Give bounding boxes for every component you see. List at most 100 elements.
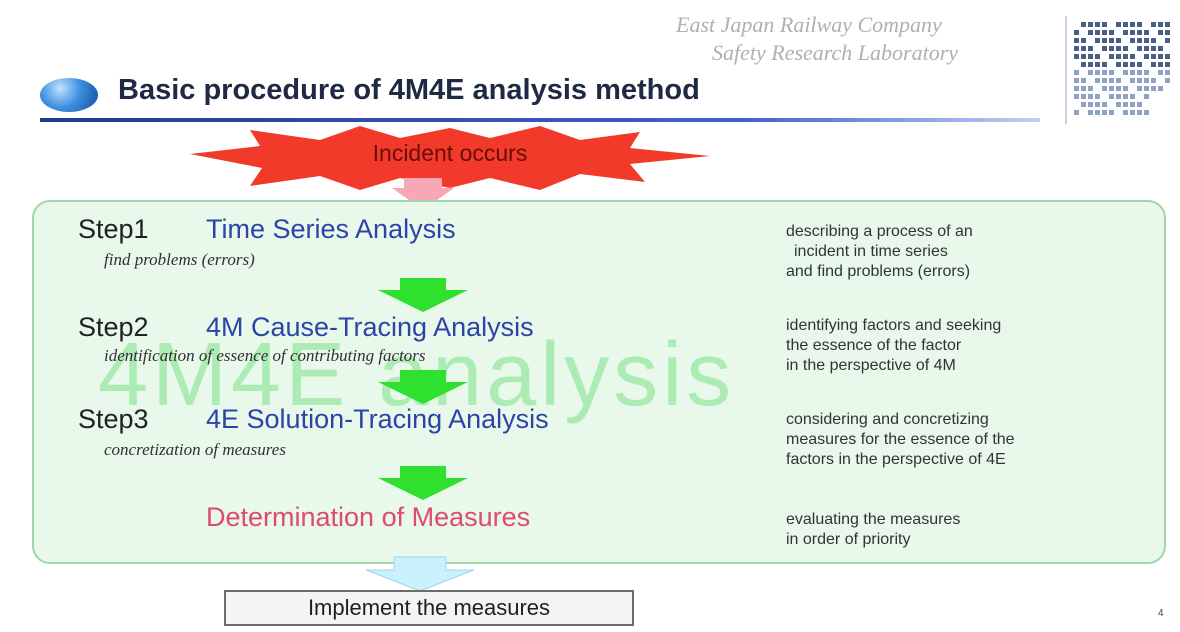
- logo-dot: [1109, 70, 1114, 75]
- logo-dot: [1074, 94, 1079, 99]
- logo-dot: [1074, 70, 1079, 75]
- logo-dot: [1116, 94, 1121, 99]
- logo-dot: [1165, 38, 1170, 43]
- step2-title: 4M Cause-Tracing Analysis: [206, 312, 534, 342]
- procedure-panel: [32, 200, 1166, 564]
- logo-dot: [1095, 30, 1100, 35]
- logo-dot: [1088, 102, 1093, 107]
- logo-dot: [1088, 94, 1093, 99]
- page-title: Basic procedure of 4M4E analysis method: [118, 74, 700, 106]
- logo-dot: [1081, 46, 1086, 51]
- title-underline: [40, 118, 1040, 122]
- logo-dot: [1102, 46, 1107, 51]
- logo-dot: [1151, 46, 1156, 51]
- logo-dot: [1151, 22, 1156, 27]
- logo-dot: [1158, 22, 1163, 27]
- logo-dot: [1158, 62, 1163, 67]
- logo-dot: [1102, 102, 1107, 107]
- laboratory-name: Safety Research Laboratory: [712, 40, 959, 65]
- starburst-icon: [190, 126, 710, 190]
- down-arrow-icon: [378, 370, 468, 404]
- logo-dot: [1074, 46, 1079, 51]
- globe-icon: [40, 78, 98, 112]
- logo-dot: [1123, 94, 1128, 99]
- logo-dot: [1130, 78, 1135, 83]
- logo-dot: [1081, 54, 1086, 59]
- logo-dot: [1123, 102, 1128, 107]
- logo-dot: [1137, 102, 1142, 107]
- logo-dot: [1137, 30, 1142, 35]
- logo-dot: [1074, 86, 1079, 91]
- logo-dot: [1158, 46, 1163, 51]
- logo-dot: [1116, 62, 1121, 67]
- logo-dot: [1144, 30, 1149, 35]
- logo-dot: [1144, 46, 1149, 51]
- logo-dot: [1081, 62, 1086, 67]
- step1-description: describing a process of an incident in t…: [786, 223, 973, 280]
- logo-dot: [1074, 54, 1079, 59]
- implement-measures-box: Implement the measures: [224, 590, 634, 626]
- logo-dot: [1123, 30, 1128, 35]
- step3-title: 4E Solution-Tracing Analysis: [206, 404, 549, 434]
- logo-dot: [1123, 86, 1128, 91]
- logo-dot: [1165, 22, 1170, 27]
- logo-dot: [1144, 70, 1149, 75]
- logo-dot: [1081, 86, 1086, 91]
- logo-dot: [1088, 22, 1093, 27]
- logo-dot: [1116, 86, 1121, 91]
- logo-dot: [1165, 78, 1170, 83]
- logo-dot: [1095, 78, 1100, 83]
- logo-dot: [1151, 54, 1156, 59]
- down-arrow-icon: [392, 178, 454, 210]
- logo-dot: [1137, 86, 1142, 91]
- logo-dot: [1158, 54, 1163, 59]
- logo-dot: [1123, 22, 1128, 27]
- logo-dot: [1109, 110, 1114, 115]
- logo-dot: [1158, 86, 1163, 91]
- logo-dot: [1130, 38, 1135, 43]
- logo-dot: [1109, 38, 1114, 43]
- logo-dot: [1088, 54, 1093, 59]
- logo-dot: [1088, 62, 1093, 67]
- logo-dot: [1116, 102, 1121, 107]
- logo-dot: [1081, 78, 1086, 83]
- logo-dot: [1088, 110, 1093, 115]
- logo-dot: [1165, 62, 1170, 67]
- logo-dot: [1130, 22, 1135, 27]
- logo-dot: [1137, 78, 1142, 83]
- logo-dot: [1151, 38, 1156, 43]
- logo-dot: [1095, 38, 1100, 43]
- determination-description: evaluating the measures in order of prio…: [786, 511, 961, 548]
- logo-dot: [1144, 78, 1149, 83]
- logo-dot: [1095, 62, 1100, 67]
- logo-dot: [1123, 46, 1128, 51]
- logo-dot: [1081, 38, 1086, 43]
- logo-dot: [1081, 22, 1086, 27]
- logo-dot: [1095, 102, 1100, 107]
- logo-dot: [1095, 54, 1100, 59]
- logo-dot: [1095, 22, 1100, 27]
- logo-dot: [1130, 110, 1135, 115]
- logo-dot: [1109, 30, 1114, 35]
- lab-logo-icon: [1064, 14, 1178, 126]
- logo-dot: [1116, 78, 1121, 83]
- logo-dot: [1074, 110, 1079, 115]
- logo-dot: [1109, 94, 1114, 99]
- logo-dot: [1137, 70, 1142, 75]
- logo-dot: [1158, 70, 1163, 75]
- logo-dot: [1123, 54, 1128, 59]
- logo-dot: [1102, 70, 1107, 75]
- logo-dot: [1151, 78, 1156, 83]
- logo-dot: [1102, 110, 1107, 115]
- step2-subtitle: identification of essence of contributin…: [104, 346, 426, 365]
- logo-dot: [1144, 38, 1149, 43]
- logo-dot: [1102, 30, 1107, 35]
- logo-dot: [1130, 62, 1135, 67]
- logo-dot: [1130, 54, 1135, 59]
- logo-dot: [1158, 30, 1163, 35]
- step3-description: considering and concretizing measures fo…: [786, 411, 1015, 468]
- logo-dot: [1144, 54, 1149, 59]
- logo-dot: [1116, 38, 1121, 43]
- logo-dot: [1102, 86, 1107, 91]
- step3-number: Step3: [78, 404, 149, 434]
